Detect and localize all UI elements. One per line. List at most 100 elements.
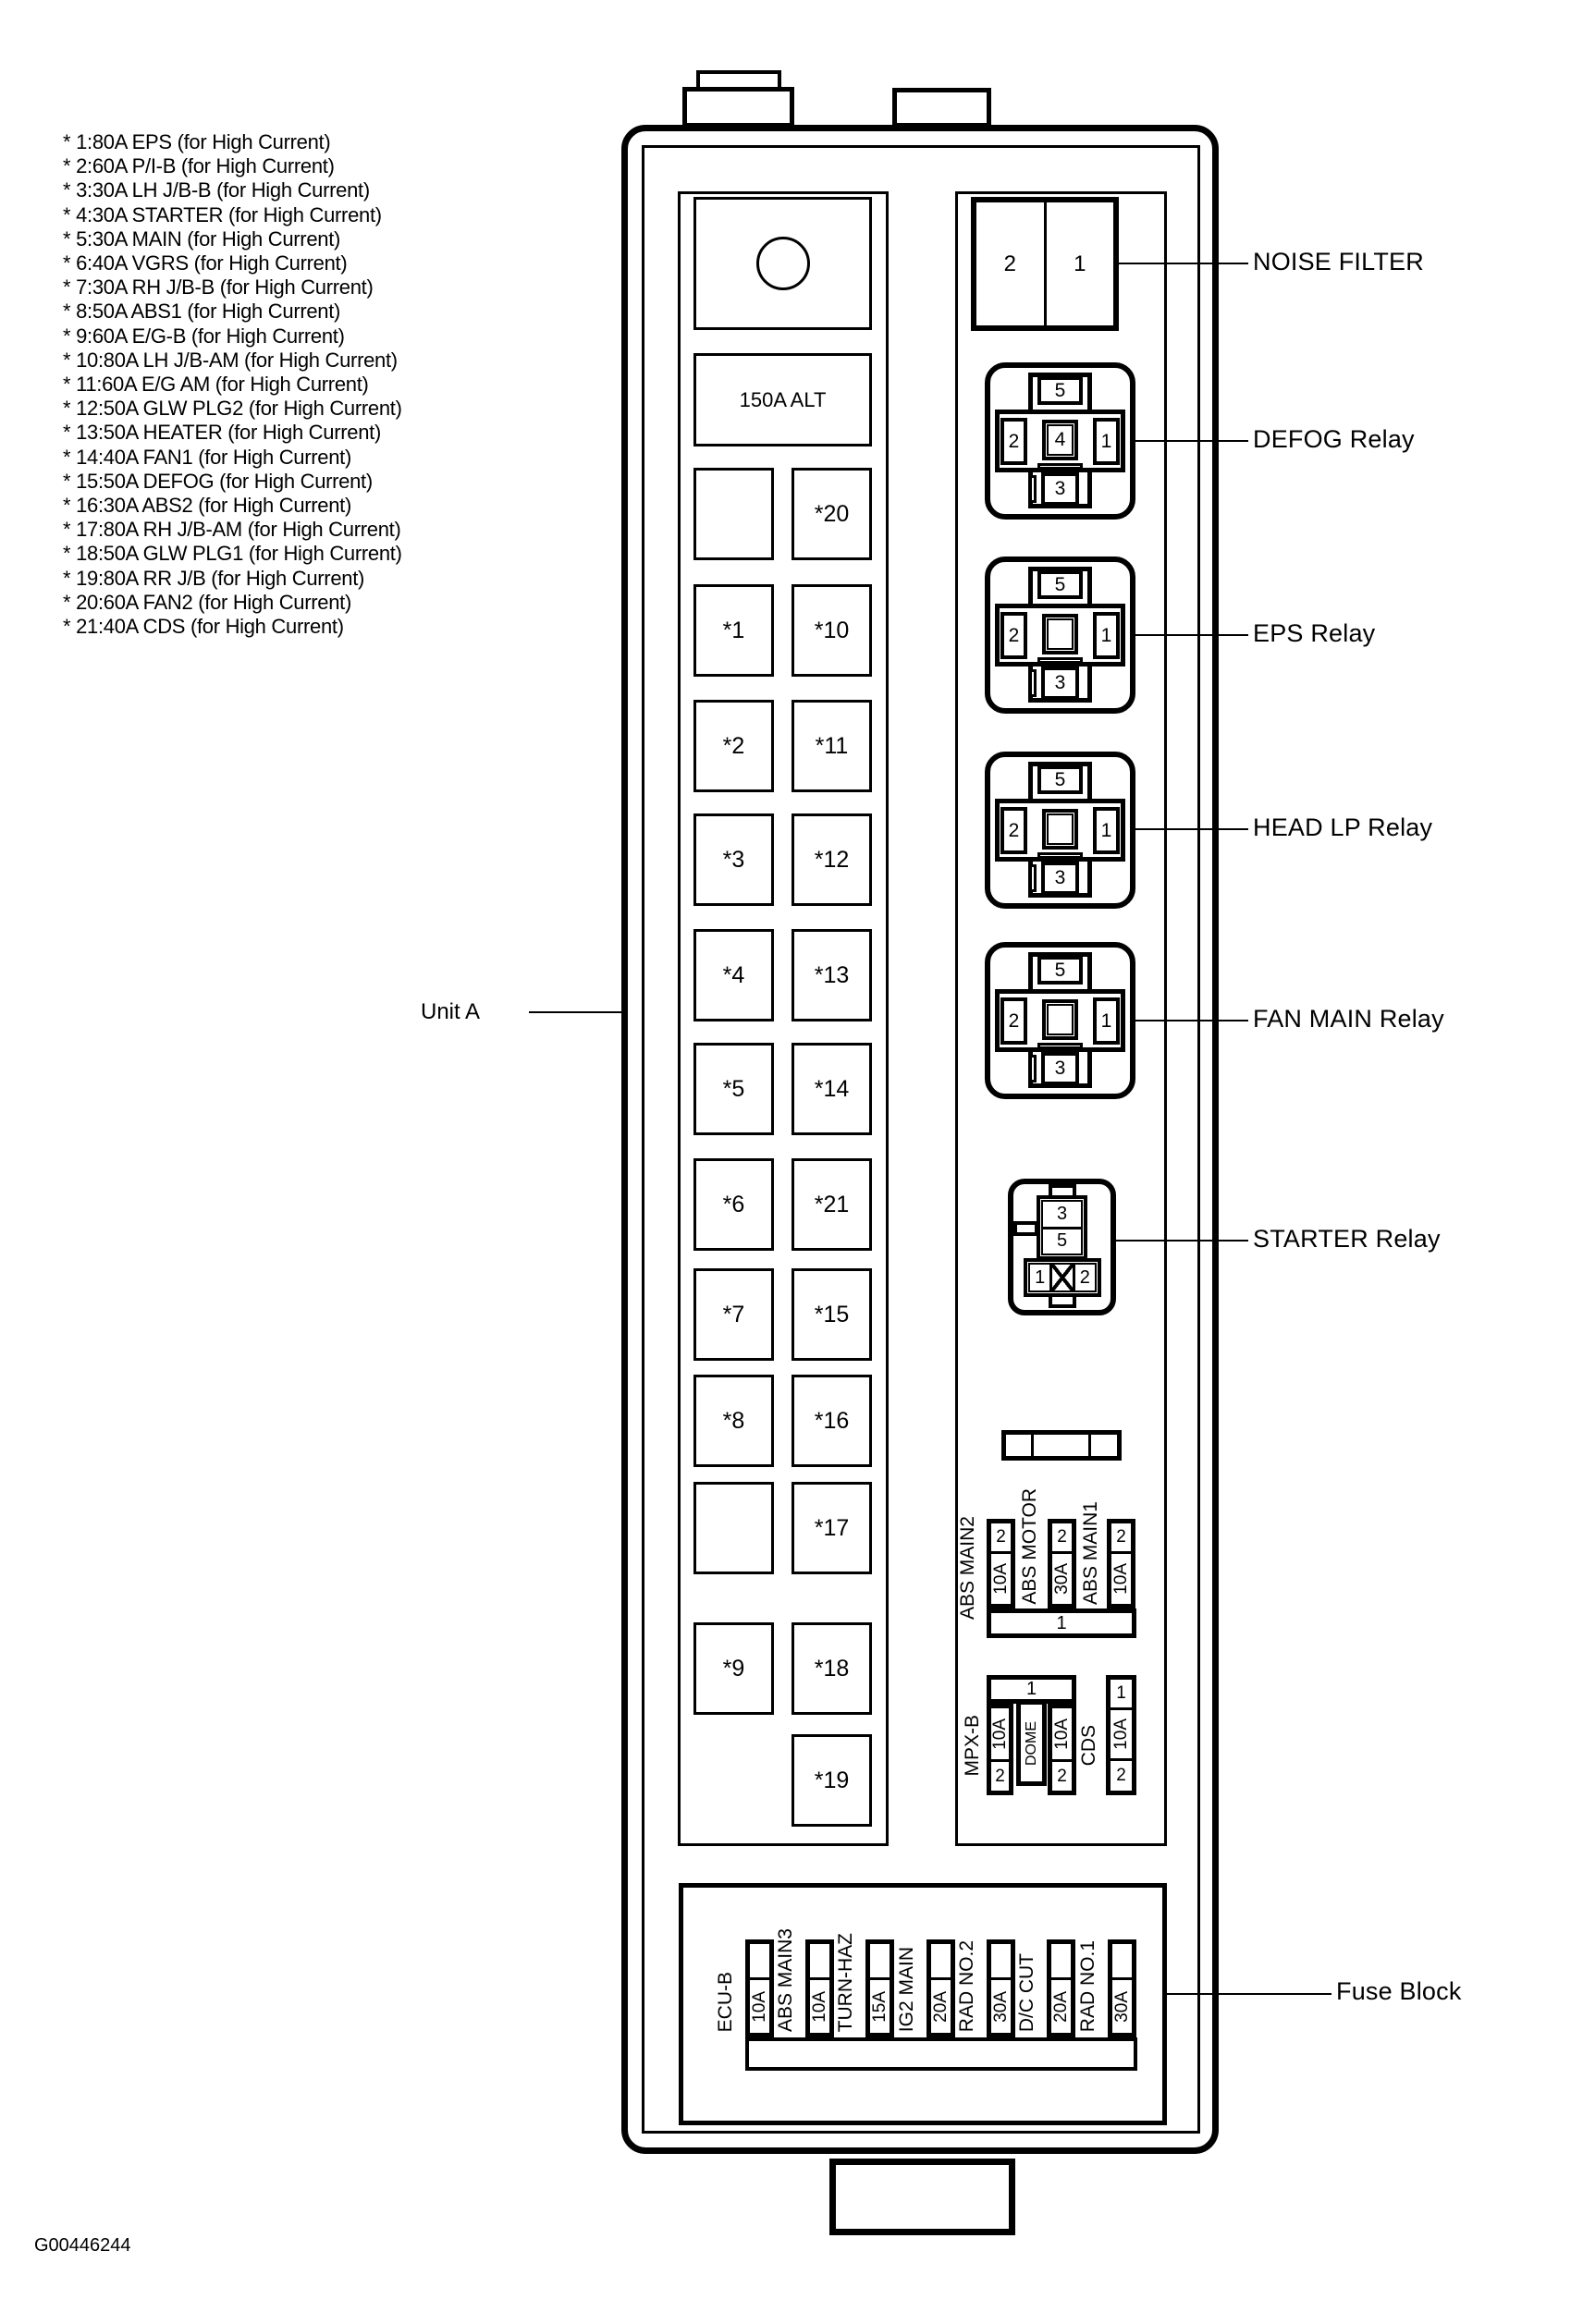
fuse-amp-cell: 20A: [931, 1980, 951, 2033]
abs-fuse-pin: 2: [1111, 1523, 1131, 1554]
relay-tick: [1029, 864, 1037, 892]
legend-item: * 12:50A GLW PLG2 (for High Current): [63, 397, 402, 421]
relay-pin-bottom: 3: [1041, 667, 1079, 700]
fuse-name-label: ECU-B: [715, 1971, 736, 2032]
mpx-fuse-left: 10A 2: [987, 1704, 1013, 1795]
mount-hole-box: [693, 197, 872, 330]
fuse-slot-empty: [693, 1482, 774, 1574]
unit-a-label: Unit A: [421, 999, 481, 1024]
abs-fuse-amp-cell: 30A: [1052, 1554, 1072, 1604]
fuse-slot-16: *16: [792, 1375, 872, 1467]
eps-relay-label: EPS Relay: [1253, 619, 1376, 647]
fuse-slot-8: *8: [693, 1375, 774, 1467]
starter-relay-label: STARTER Relay: [1253, 1225, 1441, 1253]
starter-pin-3: 3: [1043, 1202, 1081, 1229]
fuse-name-label: RAD NO.1: [1077, 1939, 1098, 2032]
relay-pin-center: [1042, 614, 1078, 654]
starter-pin-row: 1 2: [1024, 1258, 1101, 1297]
fuse-block-fuse-1: 10A: [805, 1939, 834, 2037]
relay-tick: [1029, 669, 1037, 697]
legend-item: * 18:50A GLW PLG1 (for High Current): [63, 542, 402, 566]
starter-pin-block: 3 5: [1037, 1195, 1087, 1260]
relay-pin-left: 2: [1000, 997, 1027, 1045]
fuse-amp-cell: 10A: [750, 1980, 769, 2033]
fuse-amp: 15A: [869, 1990, 890, 2023]
mpx-left-amp: 10A: [989, 1718, 1010, 1750]
fuse-top-cell: [1112, 1944, 1132, 1980]
fuse-slot-2: *2: [693, 700, 774, 792]
head-lp-relay-label: HEAD LP Relay: [1253, 813, 1433, 841]
fuse-top-cell: [870, 1944, 890, 1980]
fuse-slot-15: *15: [792, 1268, 872, 1361]
fuse-slot-18: *18: [792, 1622, 872, 1715]
starter-pin-2: 2: [1079, 1266, 1090, 1288]
fuse-amp-cell: 10A: [810, 1980, 829, 2033]
legend-item: * 21:40A CDS (for High Current): [63, 615, 344, 639]
mpx-b-label: MPX-B: [962, 1715, 983, 1777]
relay-dash: [1037, 463, 1083, 470]
abs-motor-label: ABS MOTOR: [1019, 1488, 1040, 1605]
relay-pin-bottom: 3: [1041, 862, 1079, 895]
fuse-block-fuse-0: 10A: [745, 1939, 774, 2037]
starter-relay: 3 5 1 2: [1008, 1179, 1116, 1315]
cds-pin-bottom: 2: [1116, 1766, 1126, 1785]
fuse-slot-19: *19: [792, 1734, 872, 1827]
fuse-amp-cell: 30A: [1112, 1980, 1132, 2033]
legend-item: * 4:30A STARTER (for High Current): [63, 202, 382, 226]
fuse-name-label: IG2 MAIN: [896, 1946, 917, 2032]
dome-label: DOME: [1023, 1720, 1039, 1766]
fuse-slot-6: *6: [693, 1158, 774, 1251]
alternator-fuse-box: 150A ALT: [693, 353, 872, 446]
fuse-block-fuse-4: 30A: [987, 1939, 1015, 2037]
fan-main-relay-leader-line: [1135, 1020, 1248, 1021]
fuse-top-cell: [931, 1944, 951, 1980]
abs-fuse-amp: 30A: [1051, 1563, 1072, 1595]
abs-fuse-amp-cell: 10A: [1111, 1554, 1131, 1604]
fuse-slot-17: *17: [792, 1482, 872, 1574]
abs-fuse-amp: 10A: [990, 1563, 1011, 1595]
relay-pin-bottom: 3: [1041, 1052, 1079, 1085]
legend-item: * 15:50A DEFOG (for High Current): [63, 469, 373, 493]
noise-filter-pin-1: 1: [1074, 251, 1086, 276]
fuse-name-label: D/C CUT: [1016, 1952, 1037, 2032]
abs-fuse-amp-cell: 10A: [991, 1554, 1011, 1604]
starter-pin-1: 1: [1035, 1266, 1046, 1288]
relay-pin-bottom: 3: [1041, 472, 1079, 506]
relay-pin-left: 2: [1000, 612, 1027, 659]
legend-item: * 1:80A EPS (for High Current): [63, 130, 331, 153]
noise-filter-label: NOISE FILTER: [1253, 248, 1424, 275]
noise-filter-pin-2: 2: [976, 202, 1047, 325]
legend-item: * 16:30A ABS2 (for High Current): [63, 494, 352, 518]
head-lp-relay-leader-line: [1135, 828, 1248, 830]
abs-bus-bar: 1: [987, 1608, 1136, 1638]
fan-main-relay-label: FAN MAIN Relay: [1253, 1005, 1444, 1033]
fuse-block-label: Fuse Block: [1336, 1977, 1462, 2005]
cds-pin-top: 1: [1111, 1680, 1132, 1710]
fuse-name-label: ABS MAIN3: [775, 1927, 796, 2032]
fuse-name-label: RAD NO.2: [956, 1939, 977, 2032]
relay-pin-left: 2: [1000, 418, 1027, 465]
bottom-connector-tab: [829, 2159, 1015, 2235]
fuse-slot-12: *12: [792, 813, 872, 906]
legend-item: * 9:60A E/G-B (for High Current): [63, 324, 345, 348]
fuse-block-base-bar: [745, 2037, 1137, 2071]
starter-x-mark-icon: [1049, 1265, 1075, 1290]
fuse-amp-cell: 20A: [1051, 1980, 1071, 2033]
fuse-slot-3: *3: [693, 813, 774, 906]
fuse-slot-21: *21: [792, 1158, 872, 1251]
legend-item: * 5:30A MAIN (for High Current): [63, 226, 341, 251]
cds-label: CDS: [1078, 1724, 1099, 1766]
fuse-name-label: TURN-HAZ: [835, 1932, 856, 2032]
legend-item: * 11:60A E/G AM (for High Current): [63, 373, 369, 397]
legend-item: * 3:30A LH J/B-B (for High Current): [63, 178, 370, 202]
legend: * 1:80A EPS (for High Current)* 2:60A P/…: [63, 130, 402, 639]
relay-dash: [1037, 657, 1083, 664]
legend-item: * 8:50A ABS1 (for High Current): [63, 300, 341, 324]
relay-tick: [1029, 475, 1037, 503]
starter-pin-5: 5: [1056, 1230, 1068, 1252]
top-connector-tab-left-lower: [682, 87, 794, 128]
relay-pin-right: 1: [1093, 807, 1120, 854]
